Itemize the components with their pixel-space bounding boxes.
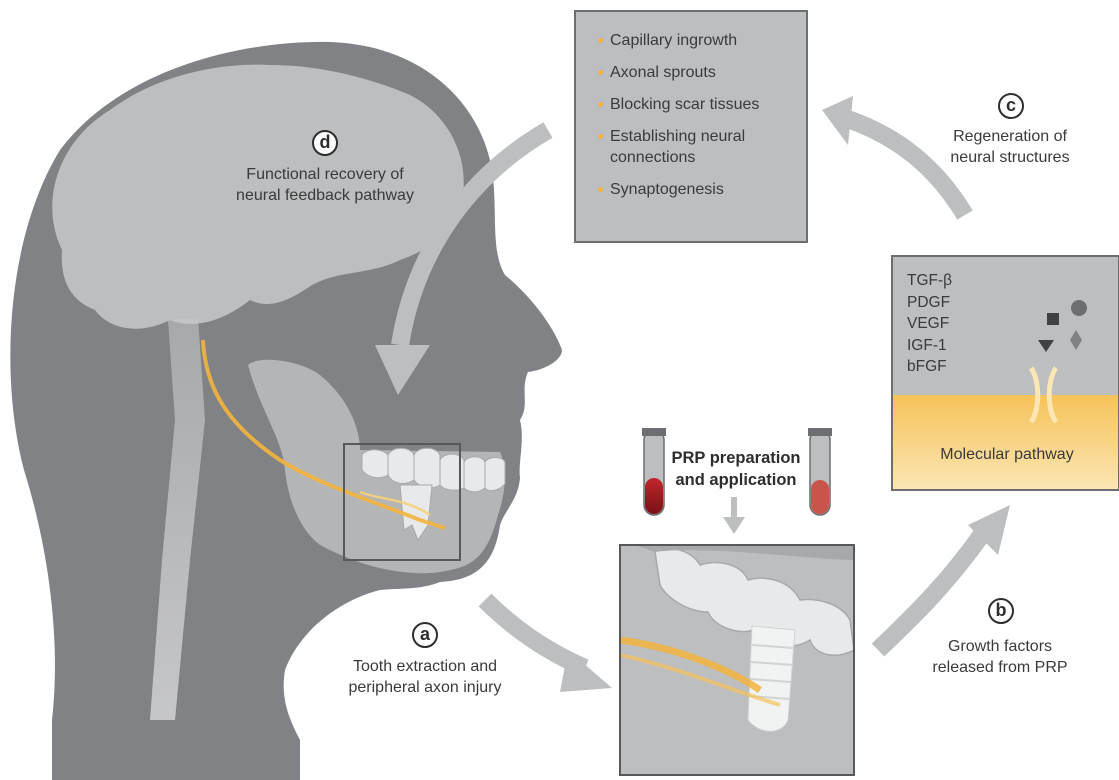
step-c-line1: Regeneration of	[920, 126, 1100, 147]
list-item: Blocking scar tissues	[598, 94, 796, 115]
step-d-line2: neural feedback pathway	[200, 185, 450, 206]
growth-factor-item: bFGF	[907, 356, 952, 378]
list-item: Establishing neural connections	[598, 126, 796, 168]
step-c-line2: neural structures	[920, 147, 1100, 168]
list-item: Axonal sprouts	[598, 62, 796, 83]
prp-title-line2: and application	[660, 469, 812, 491]
step-b-line1: Growth factors	[910, 636, 1090, 657]
step-b-label: Growth factors released from PRP	[910, 636, 1090, 678]
square-molecule-icon	[1047, 313, 1059, 325]
step-a-label: Tooth extraction and peripheral axon inj…	[320, 656, 530, 698]
step-a-line1: Tooth extraction and	[320, 656, 530, 677]
circle-molecule-icon	[1071, 300, 1087, 316]
growth-factor-item: TGF-β	[907, 270, 952, 292]
regeneration-list-box: Capillary ingrowth Axonal sprouts Blocki…	[574, 10, 808, 243]
step-a-marker: a	[412, 622, 438, 648]
implant-box	[620, 540, 854, 775]
step-b-marker: b	[988, 598, 1014, 624]
step-b-line2: released from PRP	[910, 657, 1090, 678]
prp-title: PRP preparation and application	[660, 447, 812, 491]
list-item: Capillary ingrowth	[598, 30, 796, 51]
molecular-pathway-caption: Molecular pathway	[892, 446, 1119, 464]
prp-down-arrow	[723, 497, 745, 534]
prp-title-line1: PRP preparation	[660, 447, 812, 469]
step-d-marker: d	[312, 130, 338, 156]
step-c-marker: c	[998, 93, 1024, 119]
growth-factor-item: IGF-1	[907, 335, 952, 357]
growth-factor-list: TGF-β PDGF VEGF IGF-1 bFGF	[907, 270, 952, 378]
step-a-line2: peripheral axon injury	[320, 677, 530, 698]
list-item: Synaptogenesis	[598, 179, 796, 200]
step-c-label: Regeneration of neural structures	[920, 126, 1100, 168]
step-d-line1: Functional recovery of	[200, 164, 450, 185]
growth-factor-item: VEGF	[907, 313, 952, 335]
step-d-label: Functional recovery of neural feedback p…	[200, 164, 450, 206]
growth-factor-item: PDGF	[907, 292, 952, 314]
